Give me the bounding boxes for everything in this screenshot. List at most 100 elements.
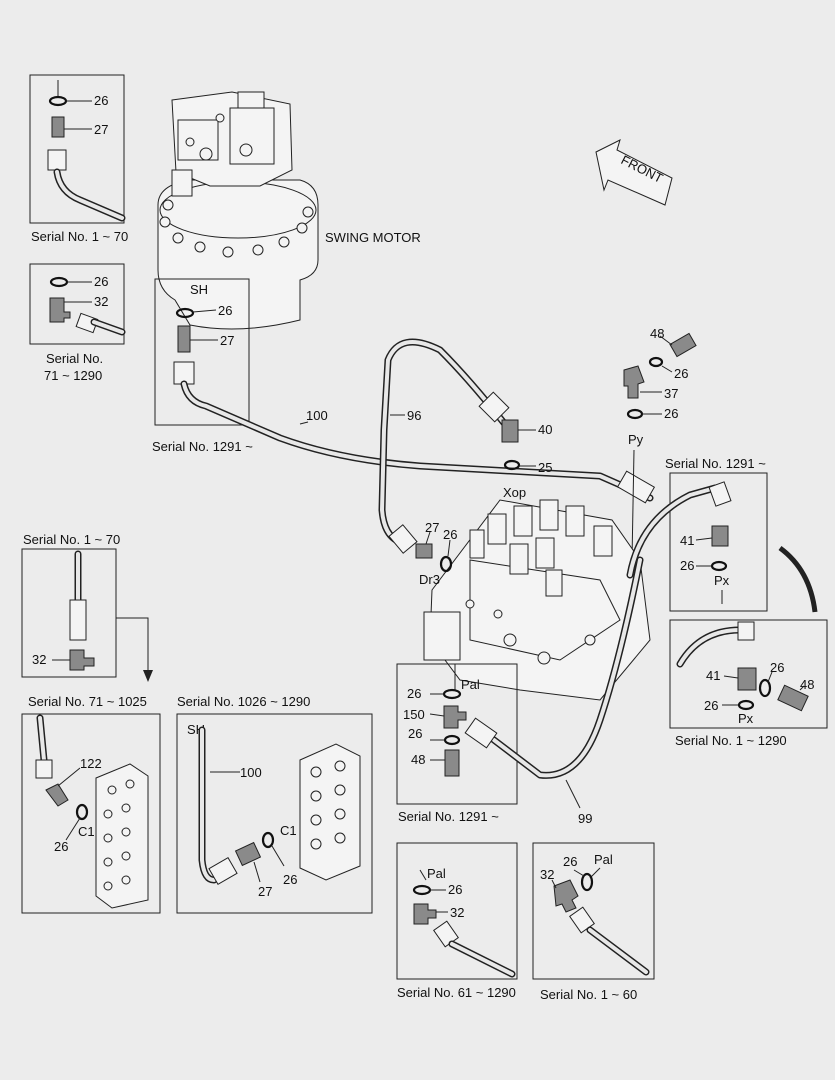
callout-32: 32 xyxy=(94,294,108,309)
callout-26: 26 xyxy=(94,274,108,289)
caption-mid-left-serial-1-70: Serial No. 1 ~ 70 xyxy=(23,532,120,547)
sensor-48 xyxy=(777,684,809,712)
swing-motor: SWING MOTOR xyxy=(157,91,421,330)
o-ring-26 xyxy=(758,678,772,698)
hose-96: 96 xyxy=(378,338,512,546)
elbow-32 xyxy=(553,879,579,913)
callout-26: 26 xyxy=(94,93,108,108)
port-label-py: Py xyxy=(628,432,644,447)
callout-48: 48 xyxy=(411,752,425,767)
callout-27: 27 xyxy=(220,333,234,348)
elbow-32 xyxy=(413,903,437,925)
detail-box-pal-serial-1291: Pal 26 150 26 48 Serial No. 1291 ~ xyxy=(396,663,518,824)
callout-40: 40 xyxy=(538,422,552,437)
port-label-c1: C1 xyxy=(78,824,95,839)
elbow-37 xyxy=(623,365,645,399)
sensor-48 xyxy=(669,332,697,358)
dr3-port-group: 27 26 Dr3 xyxy=(388,520,457,587)
caption-serial-1-60: Serial No. 1 ~ 60 xyxy=(540,987,637,1002)
connector-27 xyxy=(177,325,191,353)
main-control-valve xyxy=(423,499,651,701)
callout-27: 27 xyxy=(94,122,108,137)
hose-99: 99 xyxy=(464,556,644,826)
o-ring-26 xyxy=(48,95,68,107)
caption-serial-1-70-top: Serial No. 1 ~ 70 xyxy=(31,229,128,244)
port-label-dr3: Dr3 xyxy=(419,572,440,587)
caption-serial-61-1290: Serial No. 61 ~ 1290 xyxy=(397,985,516,1000)
detail-box-serial-61-1290: Pal 26 32 Serial No. 61 ~ 1290 xyxy=(396,842,518,1000)
manifold-block xyxy=(95,763,149,909)
callout-48: 48 xyxy=(650,326,664,341)
callout-26: 26 xyxy=(563,854,577,869)
caption-serial-71-1025: Serial No. 71 ~ 1025 xyxy=(28,694,147,709)
callout-32: 32 xyxy=(540,867,554,882)
elbow-150 xyxy=(443,705,467,729)
port-label-c1: C1 xyxy=(280,823,297,838)
caption-right-serial-1291: Serial No. 1291 ~ xyxy=(665,456,766,471)
detail-box-right-serial-1-1290: 41 26 48 26 Px Serial No. 1 ~ 1290 xyxy=(669,619,828,748)
elbow-41 xyxy=(737,667,757,691)
o-ring-26 xyxy=(49,276,69,288)
callout-150: 150 xyxy=(403,707,425,722)
caption-serial-71-1290-l1: Serial No. xyxy=(46,351,103,366)
port-label-px: Px xyxy=(714,573,730,588)
caption-pal-serial-1291: Serial No. 1291 ~ xyxy=(398,809,499,824)
hose-100: 100 xyxy=(180,380,656,504)
detail-box-serial-1-60: 26 Pal 32 Serial No. 1 ~ 60 xyxy=(532,842,655,1002)
port-label-px: Px xyxy=(738,711,754,726)
callout-48: 48 xyxy=(800,677,814,692)
port-label-pal: Pal xyxy=(461,677,480,692)
adapter-40 xyxy=(501,419,519,443)
hose-fitting xyxy=(47,149,67,171)
o-ring-26 xyxy=(648,356,664,368)
callout-26: 26 xyxy=(408,726,422,741)
callout-96: 96 xyxy=(407,408,421,423)
callout-32: 32 xyxy=(32,652,46,667)
manifold-block xyxy=(299,743,361,881)
o-ring-26 xyxy=(412,884,432,896)
detail-box-mid-left-serial-1-70: Serial No. 1 ~ 70 32 xyxy=(21,532,153,682)
callout-25: 25 xyxy=(538,460,552,475)
caption-right-serial-1-1290: Serial No. 1 ~ 1290 xyxy=(675,733,787,748)
detail-box-serial-1-70-top: 26 27 Serial No. 1 ~ 70 xyxy=(29,74,128,244)
connector-27 xyxy=(234,841,262,867)
elbow-41 xyxy=(711,525,729,547)
detail-box-serial-71-1025: Serial No. 71 ~ 1025 122 26 C1 xyxy=(21,694,161,914)
caption-serial-71-1290-l2: 71 ~ 1290 xyxy=(44,368,102,383)
port-label-pal: Pal xyxy=(594,852,613,867)
detail-box-right-serial-1291: Serial No. 1291 ~ 41 26 Px xyxy=(626,456,818,613)
callout-26: 26 xyxy=(54,839,68,854)
front-direction-arrow: FRONT xyxy=(595,139,673,206)
callout-100: 100 xyxy=(306,408,328,423)
callout-26: 26 xyxy=(448,882,462,897)
callout-26: 26 xyxy=(218,303,232,318)
elbow-122 xyxy=(45,783,69,807)
connector-27 xyxy=(415,543,433,559)
o-ring-26 xyxy=(75,803,89,821)
connector-40-group: 40 25 Xop xyxy=(501,419,552,500)
port-label-pal: Pal xyxy=(427,866,446,881)
callout-27: 27 xyxy=(425,520,439,535)
port-label-xop: Xop xyxy=(503,485,526,500)
o-ring-26 xyxy=(710,560,728,572)
caption-serial-1026-1290: Serial No. 1026 ~ 1290 xyxy=(177,694,310,709)
callout-26: 26 xyxy=(680,558,694,573)
elbow-32 xyxy=(49,297,71,323)
o-ring-26 xyxy=(439,555,453,573)
caption-sh-serial-1291: Serial No. 1291 ~ xyxy=(152,439,253,454)
callout-100: 100 xyxy=(240,765,262,780)
callout-41: 41 xyxy=(680,533,694,548)
detail-box-serial-71-1290: 26 32 Serial No. 71 ~ 1290 xyxy=(29,263,126,383)
detail-box-serial-1026-1290: Serial No. 1026 ~ 1290 SH 100 27 26 C1 xyxy=(176,694,373,914)
callout-26: 26 xyxy=(407,686,421,701)
elbow-32 xyxy=(69,649,95,671)
o-ring-26 xyxy=(442,688,462,700)
o-ring-26 xyxy=(626,408,644,420)
sensor-48 xyxy=(444,749,460,777)
callout-26: 26 xyxy=(704,698,718,713)
o-ring-26 xyxy=(737,699,755,711)
callout-122: 122 xyxy=(80,756,102,771)
callout-26: 26 xyxy=(674,366,688,381)
o-ring-26 xyxy=(261,831,275,849)
